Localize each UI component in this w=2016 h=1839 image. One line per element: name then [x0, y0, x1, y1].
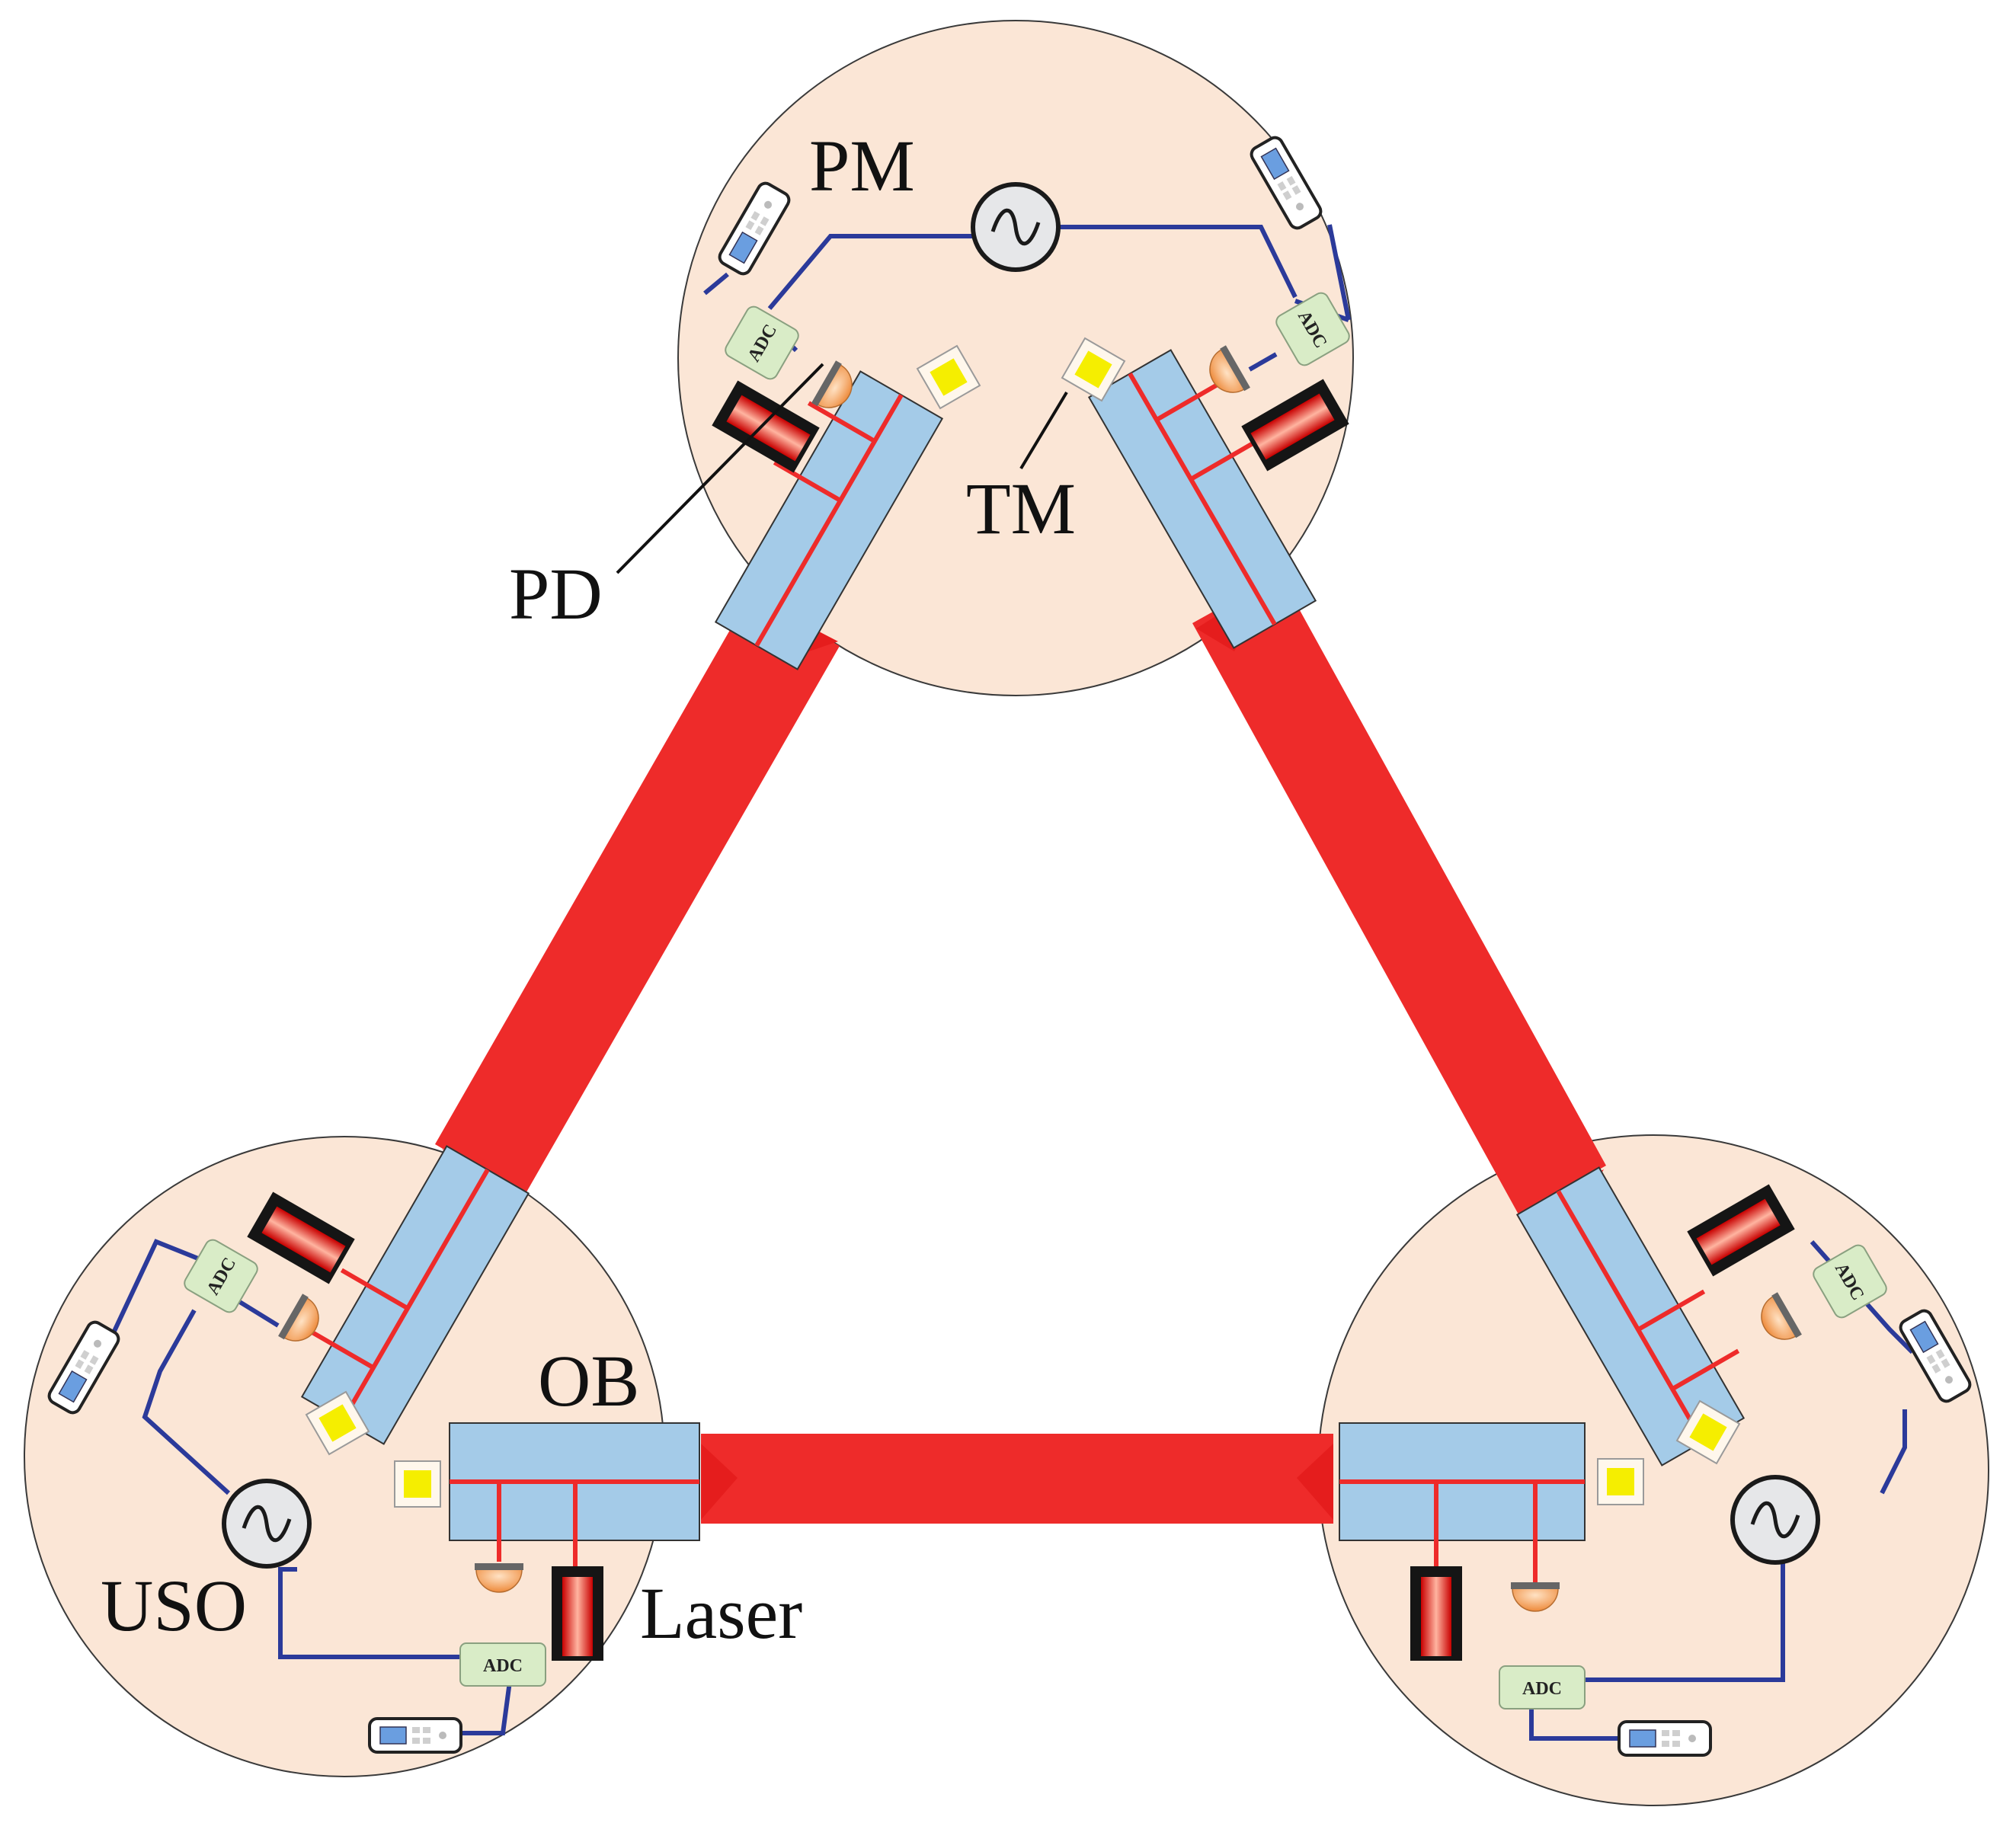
laser-bottom-left — [552, 1566, 603, 1661]
beam-left-arm — [435, 594, 840, 1196]
laser-beam-arms — [435, 574, 1606, 1524]
optical-bench-bottom-right — [1339, 1422, 1586, 1585]
uso-oscillator-right — [1733, 1477, 1818, 1562]
optical-bench-right — [1515, 1166, 1746, 1466]
adc-label: ADC — [483, 1656, 523, 1676]
adc-top-right: ADC — [1272, 289, 1353, 369]
uso-oscillator-left — [224, 1481, 309, 1566]
adc-left: ADC — [181, 1236, 261, 1316]
phasemeter-device-bottom-left — [368, 1717, 462, 1754]
adc-label: ADC — [1522, 1679, 1562, 1699]
adc-right: ADC — [1810, 1241, 1890, 1322]
test-mass-bottom-left — [394, 1460, 441, 1508]
adc-bottom-right: ADC — [1499, 1665, 1586, 1709]
pd-leader-line — [616, 363, 824, 574]
label-tm: TM — [966, 468, 1076, 549]
beam-bottom-arm — [701, 1434, 1333, 1524]
optical-bench-top-right — [1087, 349, 1317, 649]
label-ob: OB — [538, 1340, 639, 1422]
phasemeter-device-bottom-right — [1618, 1720, 1712, 1757]
label-laser: Laser — [640, 1572, 802, 1654]
optical-bench-bottom-left — [449, 1422, 700, 1569]
uso-oscillator-top — [973, 184, 1058, 270]
beam-right-arm — [1192, 574, 1606, 1214]
laser-bottom-right — [1410, 1566, 1462, 1661]
label-uso: USO — [101, 1565, 247, 1646]
signal-wires — [97, 224, 1915, 1741]
adc-bottom-left: ADC — [459, 1642, 546, 1687]
adc-top-left: ADC — [722, 302, 802, 383]
label-pd: PD — [509, 553, 603, 635]
optical-bench-top-left — [714, 370, 944, 670]
label-pm: PM — [809, 125, 915, 206]
test-mass-bottom-right — [1597, 1458, 1644, 1505]
tm-leader-line — [1019, 391, 1068, 470]
